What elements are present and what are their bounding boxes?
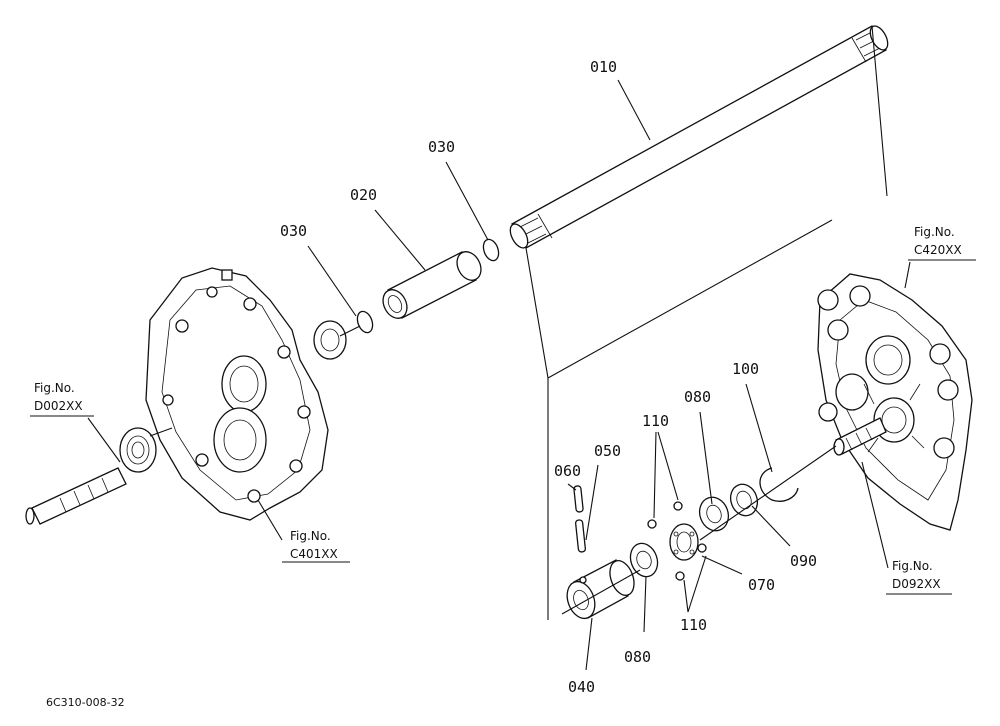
main-shaft-010	[509, 25, 889, 249]
bearing-left	[119, 427, 157, 473]
gear-case-housing-left	[145, 267, 329, 521]
svg-text:D092XX: D092XX	[892, 577, 941, 591]
label-090: 090	[790, 552, 817, 570]
assembly-axis-line-left	[149, 325, 361, 437]
label-010: 010	[590, 58, 617, 76]
label-100: 100	[732, 360, 759, 378]
label-030-lower: 030	[280, 222, 307, 240]
label-080-upper: 080	[684, 388, 711, 406]
label-080-lower: 080	[624, 648, 651, 666]
gear-case-housing-right	[817, 273, 973, 531]
input-shaft-left	[25, 467, 127, 525]
label-070: 070	[748, 576, 775, 594]
ref-d002xx: Fig.No. D002XX	[30, 381, 94, 417]
label-060: 060	[554, 462, 581, 480]
washer-080-upper	[698, 496, 730, 532]
o-ring-030-left	[356, 310, 374, 334]
svg-text:Fig.No.: Fig.No.	[34, 381, 75, 395]
o-ring-030-right	[482, 238, 500, 262]
hub-070	[669, 523, 699, 561]
snap-ring-100	[759, 467, 799, 502]
label-110-upper: 110	[642, 412, 669, 430]
assembly-outline	[525, 25, 888, 620]
assembly-axis-line	[561, 445, 837, 615]
washer-090	[729, 483, 759, 517]
bearing-center	[313, 320, 347, 360]
label-050: 050	[594, 442, 621, 460]
ref-d092xx: Fig.No. D092XX	[886, 559, 952, 595]
label-020: 020	[350, 186, 377, 204]
balls-110	[647, 501, 707, 581]
leader-lines	[87, 79, 911, 671]
label-040: 040	[568, 678, 595, 696]
label-030-upper: 030	[428, 138, 455, 156]
label-110-lower: 110	[680, 616, 707, 634]
svg-text:C420XX: C420XX	[914, 243, 962, 257]
drawing-code: 6C310-008-32	[46, 696, 125, 709]
pin-060	[573, 485, 584, 513]
sleeve-040	[566, 559, 635, 620]
collar-020	[382, 251, 482, 319]
svg-text:Fig.No.: Fig.No.	[914, 225, 955, 239]
pin-050	[574, 519, 587, 553]
output-shaft-right	[833, 417, 887, 456]
ref-c420xx: Fig.No. C420XX	[908, 225, 976, 261]
svg-text:D002XX: D002XX	[34, 399, 83, 413]
svg-text:Fig.No.: Fig.No.	[892, 559, 933, 573]
svg-text:Fig.No.: Fig.No.	[290, 529, 331, 543]
washer-080-lower	[629, 542, 659, 578]
ref-c401xx: Fig.No. C401XX	[282, 529, 350, 563]
svg-text:C401XX: C401XX	[290, 547, 338, 561]
